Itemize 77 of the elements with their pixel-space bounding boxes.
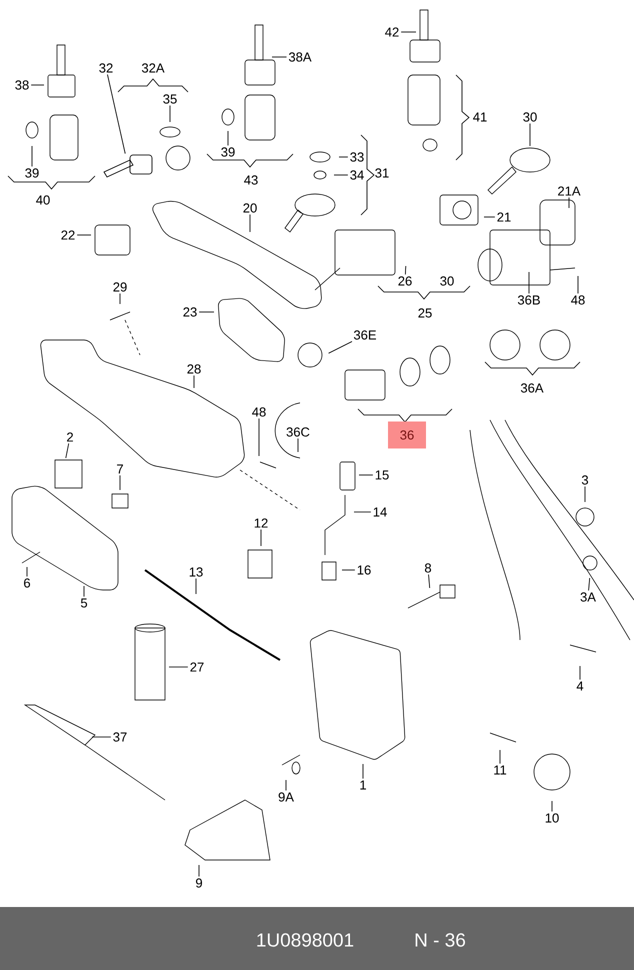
callout-number: 1 (360, 780, 366, 790)
callout-number: 36E (354, 330, 376, 340)
callout-number: 31 (375, 168, 389, 178)
leader-line (272, 56, 287, 58)
callout-number: 48 (252, 407, 266, 417)
callout-number: 33 (350, 152, 364, 162)
leader-line (30, 84, 44, 86)
callout-number: 21A (558, 186, 581, 196)
callout-number: 32 (99, 63, 113, 73)
callout-number: 3 (582, 475, 588, 485)
leader-line (404, 266, 406, 275)
leader-line (484, 216, 496, 218)
footer-text: N - 36 (416, 933, 465, 947)
callout-number: 28 (187, 364, 201, 374)
callout-number: 39 (25, 168, 39, 178)
highlighted-callout-number: 36 (388, 422, 426, 448)
leader-line (76, 234, 92, 236)
callout-number: 38 (15, 80, 29, 90)
callout-number: 42 (385, 27, 399, 37)
callout-number: 11 (494, 766, 506, 774)
callout-number: 26 (398, 276, 412, 286)
callout-number: 16 (358, 565, 371, 575)
callout-number: 27 (190, 662, 204, 672)
callout-number: 30 (523, 112, 537, 122)
callout-number: 48 (571, 295, 585, 305)
leader-line (584, 486, 586, 502)
leader-line (92, 736, 112, 738)
callout-number: 9A (278, 792, 294, 802)
leader-line (107, 74, 126, 154)
leader-line (328, 341, 352, 354)
callout-number: 36B (518, 295, 540, 305)
callout-number: 34 (350, 170, 364, 180)
callout-number: 25 (418, 308, 432, 318)
leader-line (26, 566, 28, 577)
callout-number: 36C (286, 427, 310, 437)
leader-line (65, 443, 70, 458)
leader-line (358, 474, 374, 476)
callout-number: 36A (520, 383, 544, 393)
callout-number: 29 (113, 282, 127, 292)
callout-number: 20 (243, 203, 257, 213)
callout-number: 38A (288, 52, 312, 62)
callout-number: 12 (254, 518, 268, 528)
callout-number: 35 (163, 94, 177, 104)
callout-number: 21 (497, 212, 511, 222)
callout-number: 3A (580, 592, 596, 602)
leader-line (568, 197, 570, 208)
leader-line (168, 666, 188, 668)
leader-line (588, 578, 590, 591)
callout-number: 40 (36, 195, 50, 205)
callout-number: 32A (142, 63, 165, 73)
callout-number: 5 (80, 598, 88, 608)
callout-number: 10 (546, 813, 559, 823)
callout-number: 22 (61, 230, 75, 240)
leader-line (260, 529, 262, 546)
callout-number: 23 (183, 307, 197, 317)
callout-number: 14 (374, 508, 387, 516)
callout-number: 6 (24, 578, 30, 588)
callout-number: 37 (113, 732, 127, 742)
callout-number: 39 (221, 147, 235, 157)
callout-number: 2 (67, 432, 73, 442)
callout-number: 15 (376, 470, 389, 480)
footer-text: 1U0898001 (257, 933, 354, 947)
callout-number: 13 (190, 567, 203, 577)
callout-number: 7 (117, 464, 123, 474)
leader-line (258, 418, 260, 456)
callout-number: 4 (576, 682, 584, 690)
leader-line (338, 156, 348, 158)
leader-line (362, 764, 364, 780)
leader-line (528, 272, 530, 294)
leader-line (428, 574, 430, 588)
leader-line (334, 174, 348, 176)
callout-number: 43 (244, 175, 258, 185)
callout-number: 41 (473, 112, 487, 122)
callout-number: 9 (196, 878, 202, 888)
callout-number: 30 (440, 276, 454, 286)
leader-line (198, 864, 200, 877)
callout-number: 8 (424, 563, 432, 573)
